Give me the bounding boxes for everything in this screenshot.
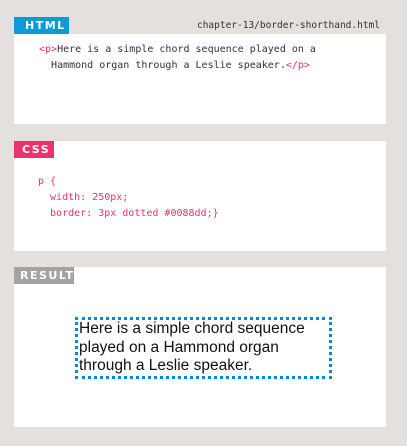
css-code-line-2: width: 250px; — [38, 192, 129, 203]
css-code-line-3: border: 3px dotted #0088dd;} — [38, 208, 219, 219]
result-paragraph: Here is a simple chord sequence played o… — [75, 317, 332, 379]
css-code-panel: CSS p { width: 250px; border: 3px dotted… — [14, 141, 386, 251]
html-tab: HTML — [14, 17, 69, 34]
css-code-line-1: p { — [38, 176, 57, 187]
html-code-block: <p>Here is a simple chord sequence playe… — [39, 42, 316, 74]
css-code-block: p { width: 250px; border: 3px dotted #00… — [38, 174, 219, 222]
p-close-tag: </p> — [285, 60, 310, 71]
html-code-panel: chapter-13/border-shorthand.html HTML <p… — [14, 17, 386, 124]
filename-label: chapter-13/border-shorthand.html — [196, 20, 380, 31]
result-panel: RESULT Here is a simple chord sequence p… — [14, 267, 386, 427]
html-code-line-1: Here is a simple chord sequence played o… — [57, 44, 316, 55]
result-tab: RESULT — [14, 267, 74, 284]
css-tab: CSS — [14, 141, 54, 158]
p-open-tag: <p> — [39, 44, 58, 55]
html-panel-header: chapter-13/border-shorthand.html — [69, 17, 386, 34]
html-code-line-2: Hammond organ through a Leslie speaker. — [51, 60, 286, 71]
